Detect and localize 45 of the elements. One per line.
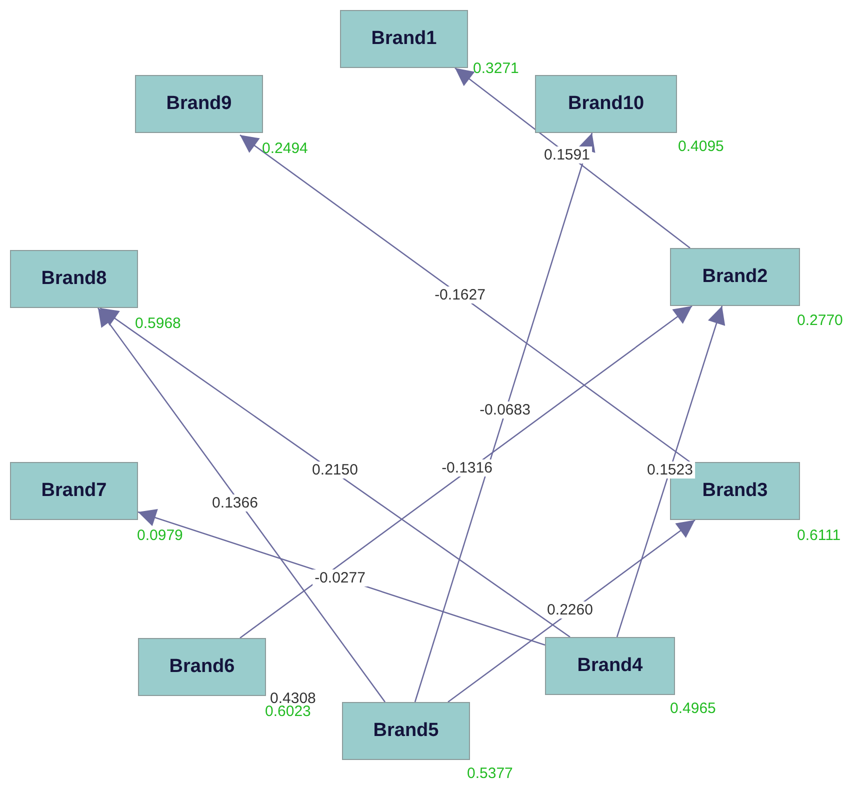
arrow — [414, 132, 596, 702]
edge-label: 0.1523 — [645, 462, 695, 478]
node-label: Brand4 — [577, 655, 643, 677]
edge-label: 0.2150 — [310, 462, 360, 478]
r-squared-value: 0.6111 — [797, 527, 841, 544]
arrow — [240, 305, 692, 639]
node-box — [138, 638, 266, 696]
edge-label: 0.1591 — [542, 146, 592, 164]
edge-label: -0.1627 — [432, 286, 488, 304]
r-squared-value: 0.0979 — [137, 527, 183, 544]
r-squared-value: 0.2494 — [262, 140, 308, 157]
arrow — [448, 519, 696, 703]
node-label: Brand6 — [169, 656, 235, 678]
edge-label: -0.0683 — [478, 402, 532, 418]
arrow — [454, 67, 690, 249]
node-box — [545, 637, 675, 695]
node-box — [10, 462, 138, 520]
node-box — [10, 250, 138, 308]
arrow — [616, 306, 726, 638]
r-squared-value: 0.4095 — [678, 138, 724, 155]
node-label: Brand1 — [371, 28, 437, 50]
edge-label: 0.1366 — [210, 494, 260, 512]
edge-label: -0.0277 — [312, 570, 368, 586]
r-squared-value: 0.2770 — [797, 312, 843, 329]
node-box — [135, 75, 263, 133]
r-squared-value: 0.5968 — [135, 315, 181, 332]
node-box — [342, 702, 470, 760]
edge-label: -0.1316 — [440, 460, 494, 476]
node-label: Brand5 — [373, 720, 439, 742]
arrow — [97, 308, 386, 702]
edge-label: 0.2260 — [545, 602, 595, 618]
node-label: Brand7 — [41, 480, 107, 502]
node-box — [670, 248, 800, 306]
node-label: Brand2 — [702, 266, 768, 288]
node-label: Brand3 — [702, 480, 768, 502]
arrow — [100, 307, 570, 638]
node-label: Brand8 — [41, 268, 107, 290]
arrow — [240, 134, 690, 463]
node-label: Brand10 — [568, 93, 644, 115]
node-box — [535, 75, 677, 133]
r-squared-value: 0.5377 — [467, 765, 513, 782]
r-squared-value: 0.3271 — [473, 60, 519, 77]
r-squared-value: 0.4965 — [670, 700, 716, 717]
node-label: Brand9 — [166, 93, 232, 115]
node-box — [340, 10, 468, 68]
